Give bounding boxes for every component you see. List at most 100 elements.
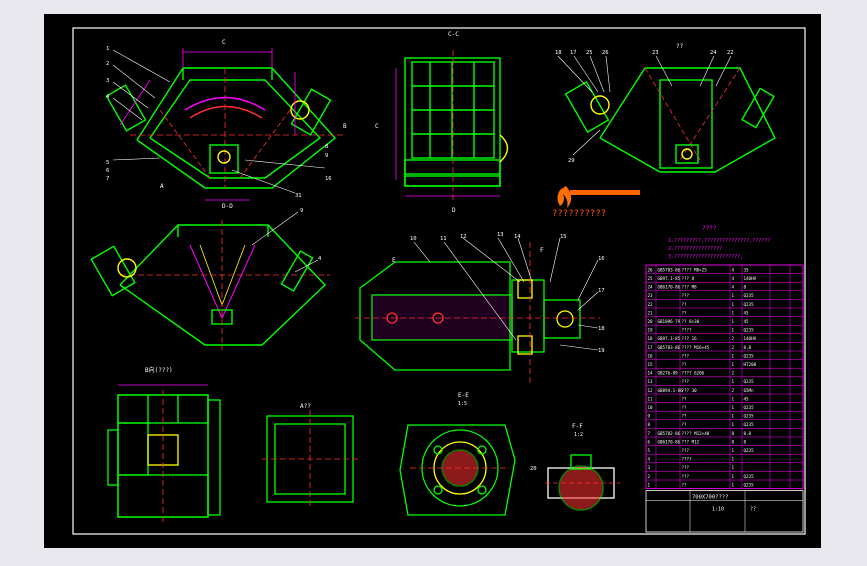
parts-cell: 23 [648,293,654,298]
a-view-title: A?? [300,403,311,410]
parts-cell: 7 [648,431,651,436]
note-line-2: 2.???????????????? [668,246,722,252]
leader-16: 16 [325,176,332,182]
parts-cell: GB97.1-85 [658,276,681,281]
parts-cell: 1 [732,319,735,324]
b-view-title: B向(???) [145,366,173,374]
parts-cell: 2 [732,345,735,350]
view-b [107,384,221,522]
leader-7: 7 [106,176,109,182]
leader-24: 24 [710,50,717,56]
parts-cell: 8 [648,422,651,427]
leader-1: 1 [106,46,109,52]
parts-cell: 35 [744,267,750,272]
top-left-view-title: C [222,39,226,46]
parts-cell: 6 [648,439,651,444]
parts-cell: ?? [682,482,688,487]
parts-cell: 1 [732,302,735,307]
leader-29: 29 [568,158,575,164]
parts-cell: ??? 8 [682,276,695,281]
parts-cell: 11 [648,396,654,401]
parts-cell: 1 [732,353,735,358]
drawing-name: 700X700???? [692,495,728,501]
parts-cell: 9 [648,414,651,419]
parts-cell: 1 [732,396,735,401]
view-f-f [545,454,620,511]
label-c: C [375,123,379,130]
parts-cell: Q235 [744,379,755,384]
drawing-sheet-label: ?? [750,507,756,513]
parts-cell: 16 [648,353,654,358]
parts-cell: ?? [682,302,688,307]
parts-cell: 1 [732,474,735,479]
parts-cell: ??? M12 [682,439,700,444]
parts-cell: ?? [682,310,688,315]
parts-cell: 45 [744,310,750,315]
parts-cell: ??? [682,379,690,384]
leader-4: 4 [106,94,110,100]
leader-8: 8 [325,144,328,150]
parts-cell: 3 [648,465,651,470]
c-c-title: C-C [448,31,459,38]
parts-cell: 4 [648,457,651,462]
parts-cell: 1 [732,362,735,367]
parts-cell: 14 [648,371,654,376]
parts-cell: 4 [732,285,735,290]
parts-cell: GB6170-86 [658,439,681,444]
e-e-scale: 1:5 [458,401,467,407]
leader-26: 26 [602,50,609,56]
parts-cell: ???? [682,328,693,333]
view-top-left [105,67,345,189]
leader-23: 23 [652,50,659,56]
parts-cell: ??? [682,465,690,470]
leaders-d-d [251,211,319,273]
parts-cell: ???? 6206 [682,371,705,376]
parts-cell: ??? [682,474,690,479]
parts-cell: 5 [648,448,651,453]
f-f-title: F-F [572,423,583,430]
parts-cell: 2 [732,336,735,341]
leader-20: 20 [530,466,537,472]
parts-cell: 1 [732,310,735,315]
parts-cell: 8 [732,431,735,436]
parts-cell: GB97.1-85 [658,336,681,341]
leader-4b: 4 [318,256,322,262]
parts-cell: GB5782-86 [658,431,681,436]
leader-10: 10 [410,236,417,242]
parts-cell: 4 [732,267,735,272]
notes-title: ???? [702,225,717,232]
view-a [262,410,358,508]
parts-cell: ??? [682,293,690,298]
parts-cell: GB894.1-86 [658,388,684,393]
parts-cell: Q235 [744,405,755,410]
leader-6: 6 [106,168,109,174]
parts-cell: 15 [648,362,654,367]
leader-25: 25 [586,50,593,56]
parts-cell: 26 [648,267,654,272]
parts-cell: 8 [744,439,747,444]
view-flange [399,424,516,516]
label-e: E [392,257,396,264]
parts-cell: 1 [732,465,735,470]
view-top-right [564,67,776,173]
parts-cell: ?? [682,396,688,401]
parts-cell: 1 [732,482,735,487]
leaders-e-e [413,237,599,351]
parts-cell: Q235 [744,422,755,427]
parts-cell: Q235 [744,448,755,453]
parts-cell: 8.8 [744,345,752,350]
parts-cell: 140HV [744,336,757,341]
leader-9: 9 [325,153,328,159]
parts-cell: ??? M8 [682,285,698,290]
parts-cell: ?? [682,422,688,427]
parts-cell: 25 [648,276,654,281]
leader-15: 15 [560,234,567,240]
leader-17b: 17 [570,50,577,56]
f-f-scale: 1:2 [574,432,583,438]
parts-cell: Q235 [744,414,755,419]
parts-cell: Q235 [744,302,755,307]
parts-cell: Q235 [744,353,755,358]
parts-cell: 45 [744,396,750,401]
parts-cell: ???? M16×45 [682,345,710,350]
